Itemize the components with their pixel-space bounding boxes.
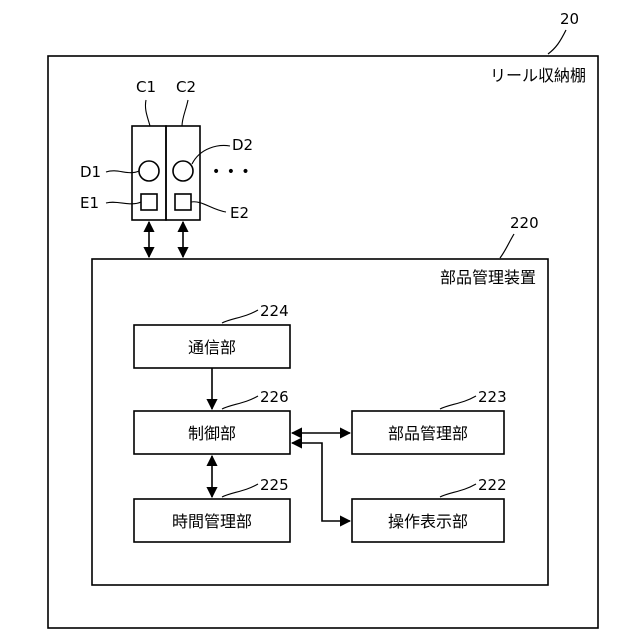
shelf-ref-label: 20 (560, 10, 579, 28)
slot-c1-label: C1 (136, 78, 156, 96)
time-management-unit-ref: 225 (260, 476, 289, 494)
time-management-unit-leader (222, 484, 258, 497)
slot-c2-leader (182, 100, 188, 126)
indicator-d2-leader (192, 146, 230, 164)
control-unit-ref: 226 (260, 388, 289, 406)
shelf-ref-leader (548, 30, 566, 54)
indicator-d2 (173, 161, 193, 181)
sensor-e2-label: E2 (230, 204, 249, 222)
indicator-d2-label: D2 (232, 136, 253, 154)
slot-c2 (166, 126, 200, 220)
device-ref-label: 220 (510, 214, 539, 232)
shelf-title: リール収納棚 (490, 66, 586, 85)
more-slots-ellipsis: • • • (212, 164, 251, 180)
control-unit-leader (222, 396, 258, 409)
indicator-d1-leader (106, 171, 139, 173)
control-unit-label: 制御部 (188, 424, 236, 443)
communication-unit-ref: 224 (260, 302, 289, 320)
operation-display-unit-ref: 222 (478, 476, 507, 494)
time-management-unit-label: 時間管理部 (172, 512, 252, 531)
slot-c1-leader (145, 100, 150, 126)
sensor-e2-leader (191, 202, 226, 212)
indicator-d1 (139, 161, 159, 181)
communication-unit-label: 通信部 (188, 338, 236, 357)
slot-c1 (132, 126, 166, 220)
operation-display-unit-leader (440, 484, 476, 497)
indicator-d1-label: D1 (80, 163, 101, 181)
sensor-e2 (175, 194, 191, 210)
parts-management-unit-label: 部品管理部 (388, 424, 468, 443)
device-title: 部品管理装置 (440, 268, 536, 287)
communication-unit-leader (222, 310, 258, 323)
reel-shelf-box (48, 56, 598, 628)
sensor-e1-label: E1 (80, 194, 99, 212)
parts-management-device-box (92, 259, 548, 585)
sensor-e1-leader (106, 202, 141, 204)
parts-management-unit-leader (440, 396, 476, 409)
device-ref-leader (500, 234, 514, 258)
sensor-e1 (141, 194, 157, 210)
control-opdisp-arrow (292, 443, 350, 521)
operation-display-unit-label: 操作表示部 (388, 512, 468, 531)
slot-c2-label: C2 (176, 78, 196, 96)
parts-management-unit-ref: 223 (478, 388, 507, 406)
